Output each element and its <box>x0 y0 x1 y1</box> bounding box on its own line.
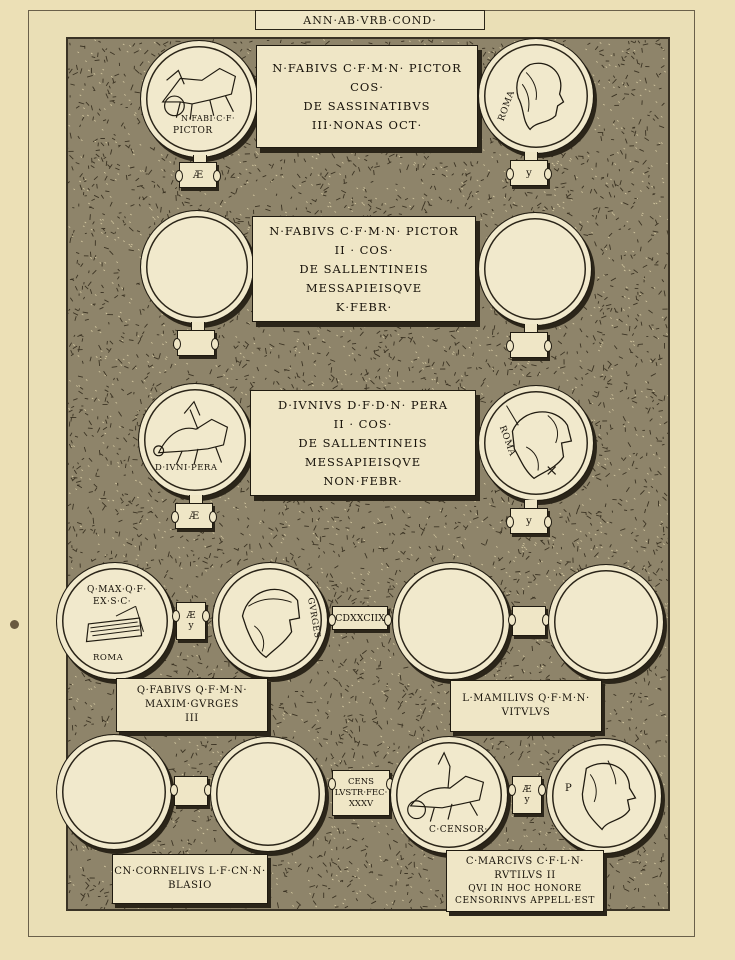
header-plaque: ANN·AB·VRB·COND· <box>255 10 485 30</box>
metal-tag-blank <box>173 330 219 356</box>
pin-hole <box>10 620 19 629</box>
label-line: CENSORINVS APPELL·EST <box>455 896 595 906</box>
coin-legend: P <box>565 783 573 794</box>
helmet-engraving <box>506 405 573 480</box>
coin-legend: ROMA <box>93 653 124 663</box>
label-marcius: C·MARCIVS C·F·L·N· RVTILVS II QVI IN HOC… <box>446 850 604 912</box>
coin-empty[interactable] <box>210 736 326 852</box>
inscription-tablet-1: N·FABIVS C·F·M·N· PICTOR COS· DE SASSINA… <box>256 45 478 148</box>
tablet-line: MESSAPIEISQVE <box>305 280 423 295</box>
tablet-line: II · COS· <box>333 416 393 431</box>
label-line: VITVLVS <box>501 707 551 718</box>
coin-legend: Q·MAX·Q·F· <box>87 585 147 595</box>
coin-roma-head[interactable]: ROMA <box>478 38 594 154</box>
metal-tag-left: Æ <box>171 503 217 529</box>
label-mamilius: L·MAMILIVS Q·F·M·N· VITVLVS <box>450 680 602 732</box>
coin-legend-1: N·FABI·C·F· <box>181 114 236 123</box>
label-fabius: Q·FABIVS Q·F·M·N· MAXIM·GVRGES III <box>116 678 268 732</box>
tablet-line: N·FABIVS C·F·M·N· PICTOR <box>272 60 462 75</box>
helmet-head-engraving <box>241 588 301 659</box>
metal-tag-blank <box>170 776 212 806</box>
inscription-tablet-2: N·FABIVS C·F·M·N· PICTOR II · COS· DE SA… <box>252 216 476 322</box>
trophy-engraving <box>85 605 144 643</box>
metal-tag-blank <box>506 332 552 358</box>
year-plaque: CDXXCIIX <box>328 606 392 630</box>
coin-quadriga[interactable]: N·FABI·C·F· PICTOR <box>140 40 258 158</box>
coin-empty[interactable] <box>548 564 664 680</box>
label-line: L·MAMILIVS Q·F·M·N· <box>462 693 590 704</box>
coin-legend: EX·S·C· <box>93 597 132 607</box>
header-title: ANN·AB·VRB·COND· <box>303 13 437 27</box>
quadriga-engraving <box>161 67 237 120</box>
tablet-line: D·IVNIVS D·F·D·N· PERA <box>277 397 449 412</box>
tablet-line: DE SALLENTINEIS <box>299 261 429 276</box>
janus-engraving <box>581 760 637 831</box>
tablet-line: III·NONAS OCT· <box>311 117 423 132</box>
label-line: MAXIM·GVRGES <box>144 699 240 710</box>
tablet-line: II · COS· <box>334 242 394 257</box>
label-line: Q·FABIVS Q·F·M·N· <box>136 685 248 696</box>
coin-helmeted-head[interactable]: GVRGES <box>212 562 328 678</box>
coin-victory-biga[interactable]: D·IVNI·PERA <box>138 383 252 497</box>
label-line: BLASIO <box>168 880 212 891</box>
census-plaque: CENS LVSTR·FEC· XXXV <box>328 770 394 816</box>
biga-engraving <box>153 400 229 465</box>
tablet-line: NON·FEBR· <box>323 473 403 488</box>
tablet-line: DE SASSINATIBVS <box>303 98 431 113</box>
coin-empty[interactable] <box>392 562 510 680</box>
coin-helmeted-roma[interactable]: ROMA <box>478 385 594 501</box>
metal-tag-right: y <box>506 160 552 186</box>
label-line: III <box>185 713 199 724</box>
coin-censor-biga[interactable]: C·CENSOR· <box>390 736 508 854</box>
coin-legend-2: PICTOR <box>173 126 213 136</box>
tablet-line: K·FEBR· <box>335 299 393 314</box>
tablet-line: DE SALLENTINEIS <box>298 435 428 450</box>
coin-empty[interactable] <box>478 212 592 326</box>
coin-legend: C·CENSOR· <box>429 825 488 835</box>
inscription-tablet-3: D·IVNIVS D·F·D·N· PERA II · COS· DE SALL… <box>250 390 476 496</box>
coin-trophy[interactable]: Q·MAX·Q·F· EX·S·C· ROMA <box>56 562 174 680</box>
label-cornelius: CN·CORNELIVS L·F·CN·N· BLASIO <box>112 854 268 904</box>
label-line: RVTILVS II <box>494 870 556 881</box>
coin-empty[interactable] <box>56 734 172 850</box>
coin-legend: D·IVNI·PERA <box>155 463 218 473</box>
roma-head-engraving <box>516 62 565 131</box>
coin-empty[interactable] <box>140 210 254 324</box>
censor-biga-engraving <box>407 751 485 822</box>
tablet-line: N·FABIVS C·F·M·N· PICTOR <box>269 223 459 238</box>
label-line: C·MARCIVS C·F·L·N· <box>465 856 585 867</box>
metal-tag-left: Æ <box>175 162 221 188</box>
tablet-line: COS· <box>350 79 384 94</box>
coin-janus-head[interactable]: P <box>546 738 662 854</box>
label-line: QVI IN HOC HONORE <box>468 884 582 894</box>
metal-tag-right: y <box>506 508 552 534</box>
tablet-line: MESSAPIEISQVE <box>304 454 422 469</box>
label-line: CN·CORNELIVS L·F·CN·N· <box>114 866 266 877</box>
metal-tag-blank <box>508 606 550 636</box>
